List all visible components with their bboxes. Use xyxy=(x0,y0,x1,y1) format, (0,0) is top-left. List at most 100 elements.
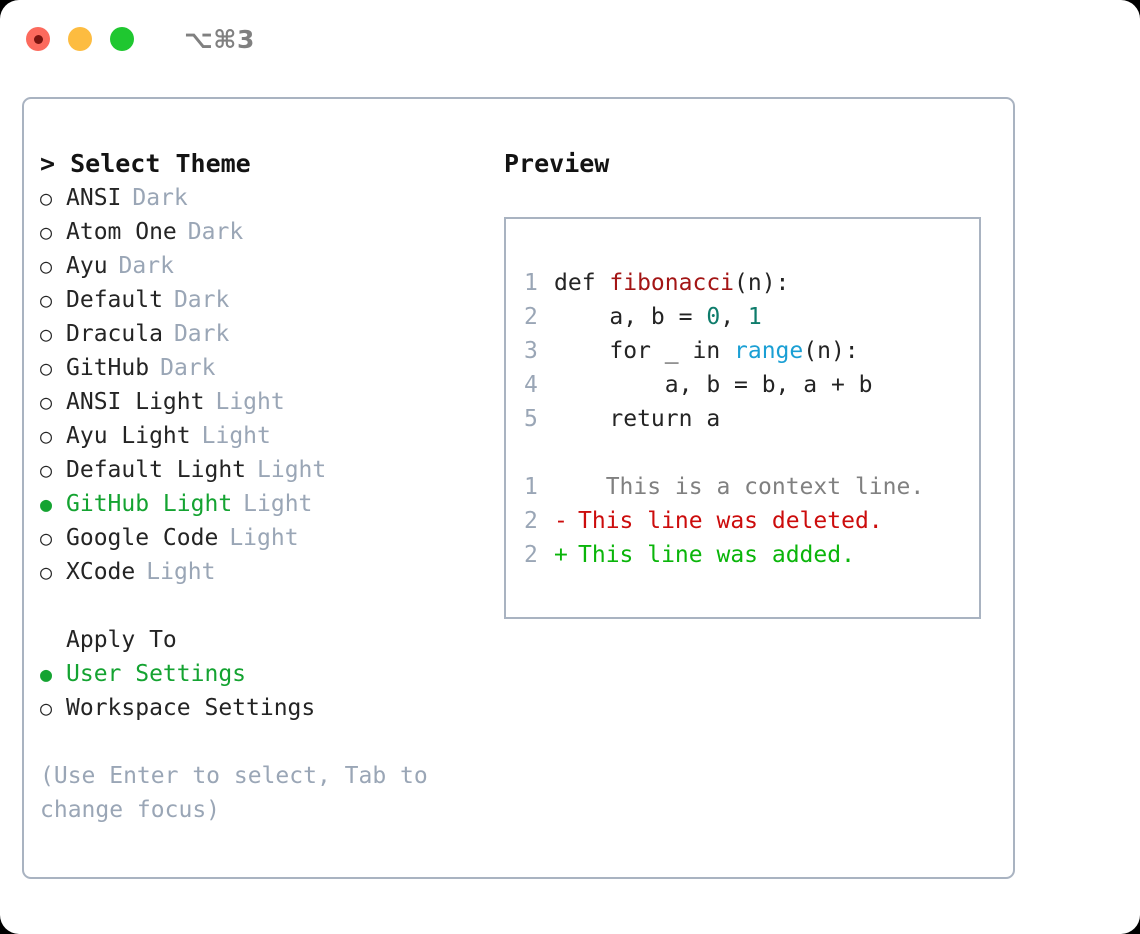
theme-item-label: Google Code xyxy=(66,525,219,551)
diff-line-number: 2 xyxy=(524,508,538,534)
theme-variant-badge: Dark xyxy=(173,321,230,347)
theme-variant-badge: Dark xyxy=(173,287,230,313)
code-token-builtin: range xyxy=(734,338,804,364)
radio-empty-icon[interactable]: ○ xyxy=(40,424,53,448)
radio-empty-icon[interactable]: ○ xyxy=(40,220,53,244)
code-token-number: 0 xyxy=(706,304,721,330)
apply-to-option-label: Workspace Settings xyxy=(66,695,316,721)
theme-item-label: Ayu Light xyxy=(66,423,191,449)
diff-line: 2-This line was deleted. xyxy=(524,504,979,538)
radio-empty-icon[interactable]: ○ xyxy=(40,696,53,720)
diff-sample: 1 This is a context line.2-This line was… xyxy=(524,470,979,572)
theme-variant-badge: Light xyxy=(257,457,327,483)
code-diff-separator xyxy=(524,436,979,470)
theme-variant-badge: Light xyxy=(146,559,216,585)
diff-line-text: This is a context line. xyxy=(578,474,925,500)
theme-item-label: Ayu xyxy=(66,253,108,279)
radio-empty-icon[interactable]: ○ xyxy=(40,458,53,482)
apply-to-option[interactable]: ● User Settings xyxy=(40,657,489,691)
diff-line: 1 This is a context line. xyxy=(524,470,979,504)
radio-selected-icon[interactable]: ● xyxy=(40,662,53,686)
keyboard-hint-text: (Use Enter to select, Tab to change focu… xyxy=(40,763,442,823)
code-token-plain: , xyxy=(720,304,748,330)
theme-item-label: XCode xyxy=(66,559,136,585)
code-line: 4 a, b = b, a + b xyxy=(524,368,979,402)
diff-marker xyxy=(554,470,578,504)
line-number: 1 xyxy=(524,270,538,296)
radio-empty-icon[interactable]: ○ xyxy=(40,322,53,346)
line-number: 4 xyxy=(524,372,538,398)
theme-item[interactable]: ○ GitHub Dark xyxy=(40,351,489,385)
line-number: 3 xyxy=(524,338,538,364)
apply-to-option[interactable]: ○ Workspace Settings xyxy=(40,691,489,725)
theme-item-label: Default xyxy=(66,287,163,313)
code-token-plain: a, b = xyxy=(554,304,707,330)
radio-empty-icon[interactable]: ○ xyxy=(40,390,53,414)
theme-item-label: ANSI Light xyxy=(66,389,205,415)
theme-item-label: GitHub xyxy=(66,355,150,381)
theme-variant-badge: Light xyxy=(215,389,285,415)
radio-empty-icon[interactable]: ○ xyxy=(40,186,53,210)
apply-to-option-label: User Settings xyxy=(66,661,247,687)
theme-item[interactable]: ○ Google Code Light xyxy=(40,521,489,555)
code-token-plain: for _ in xyxy=(554,338,735,364)
theme-item-label: GitHub Light xyxy=(66,491,233,517)
maximize-window-button[interactable] xyxy=(110,27,134,51)
line-number: 5 xyxy=(524,406,538,432)
theme-item[interactable]: ○ ANSI Dark xyxy=(40,181,489,215)
diff-line-number: 1 xyxy=(524,474,538,500)
theme-variant-badge: Dark xyxy=(132,185,188,211)
code-line: 2 a, b = 0, 1 xyxy=(524,300,979,334)
traffic-light-group xyxy=(26,27,134,51)
theme-item-label: Dracula xyxy=(66,321,163,347)
diff-line-text: This line was added. xyxy=(578,542,855,568)
radio-selected-icon[interactable]: ● xyxy=(40,492,53,516)
radio-empty-icon[interactable]: ○ xyxy=(40,254,53,278)
code-token-plain: def xyxy=(554,270,610,296)
close-window-button[interactable] xyxy=(26,27,50,51)
diff-marker: - xyxy=(554,508,568,534)
code-token-plain: (n): xyxy=(803,338,859,364)
title-bar: ⌥⌘3 xyxy=(0,0,1140,78)
apply-to-section: Apply To ● User Settings ○ Workspace Settin… xyxy=(40,623,489,725)
theme-item-label: ANSI xyxy=(66,185,122,211)
minimize-window-button[interactable] xyxy=(68,27,92,51)
radio-empty-icon[interactable]: ○ xyxy=(40,356,53,380)
theme-item[interactable]: ○ XCode Light xyxy=(40,555,489,589)
theme-item-label: Default Light xyxy=(66,457,247,483)
radio-empty-icon[interactable]: ○ xyxy=(40,288,53,312)
diff-line-text: This line was deleted. xyxy=(578,508,883,534)
code-token-number: 1 xyxy=(747,304,762,330)
theme-variant-badge: Dark xyxy=(160,355,216,381)
diff-line: 2+This line was added. xyxy=(524,538,979,572)
select-theme-heading: > Select Theme xyxy=(40,149,251,178)
theme-variant-badge: Dark xyxy=(187,219,244,245)
theme-item[interactable]: ○ Default Light Light xyxy=(40,453,489,487)
theme-item[interactable]: ○ ANSI Light Light xyxy=(40,385,489,419)
apply-to-list[interactable]: ● User Settings ○ Workspace Settings xyxy=(40,657,489,725)
theme-item[interactable]: ○ Dracula Dark xyxy=(40,317,489,351)
diff-marker: + xyxy=(554,542,568,568)
theme-item[interactable]: ○ Default Dark xyxy=(40,283,489,317)
code-token-plain: a, b = b, a + b xyxy=(554,372,873,398)
theme-variant-badge: Dark xyxy=(118,253,174,279)
preview-heading: Preview xyxy=(504,149,610,178)
code-line: 5 return a xyxy=(524,402,979,436)
theme-variant-badge: Light xyxy=(229,525,299,551)
radio-empty-icon[interactable]: ○ xyxy=(40,560,53,584)
apply-to-heading: Apply To xyxy=(66,627,177,653)
radio-empty-icon[interactable]: ○ xyxy=(40,526,53,550)
code-line: 3 for _ in range(n): xyxy=(524,334,979,368)
theme-item[interactable]: ○ Ayu Dark xyxy=(40,249,489,283)
line-number: 2 xyxy=(524,304,538,330)
